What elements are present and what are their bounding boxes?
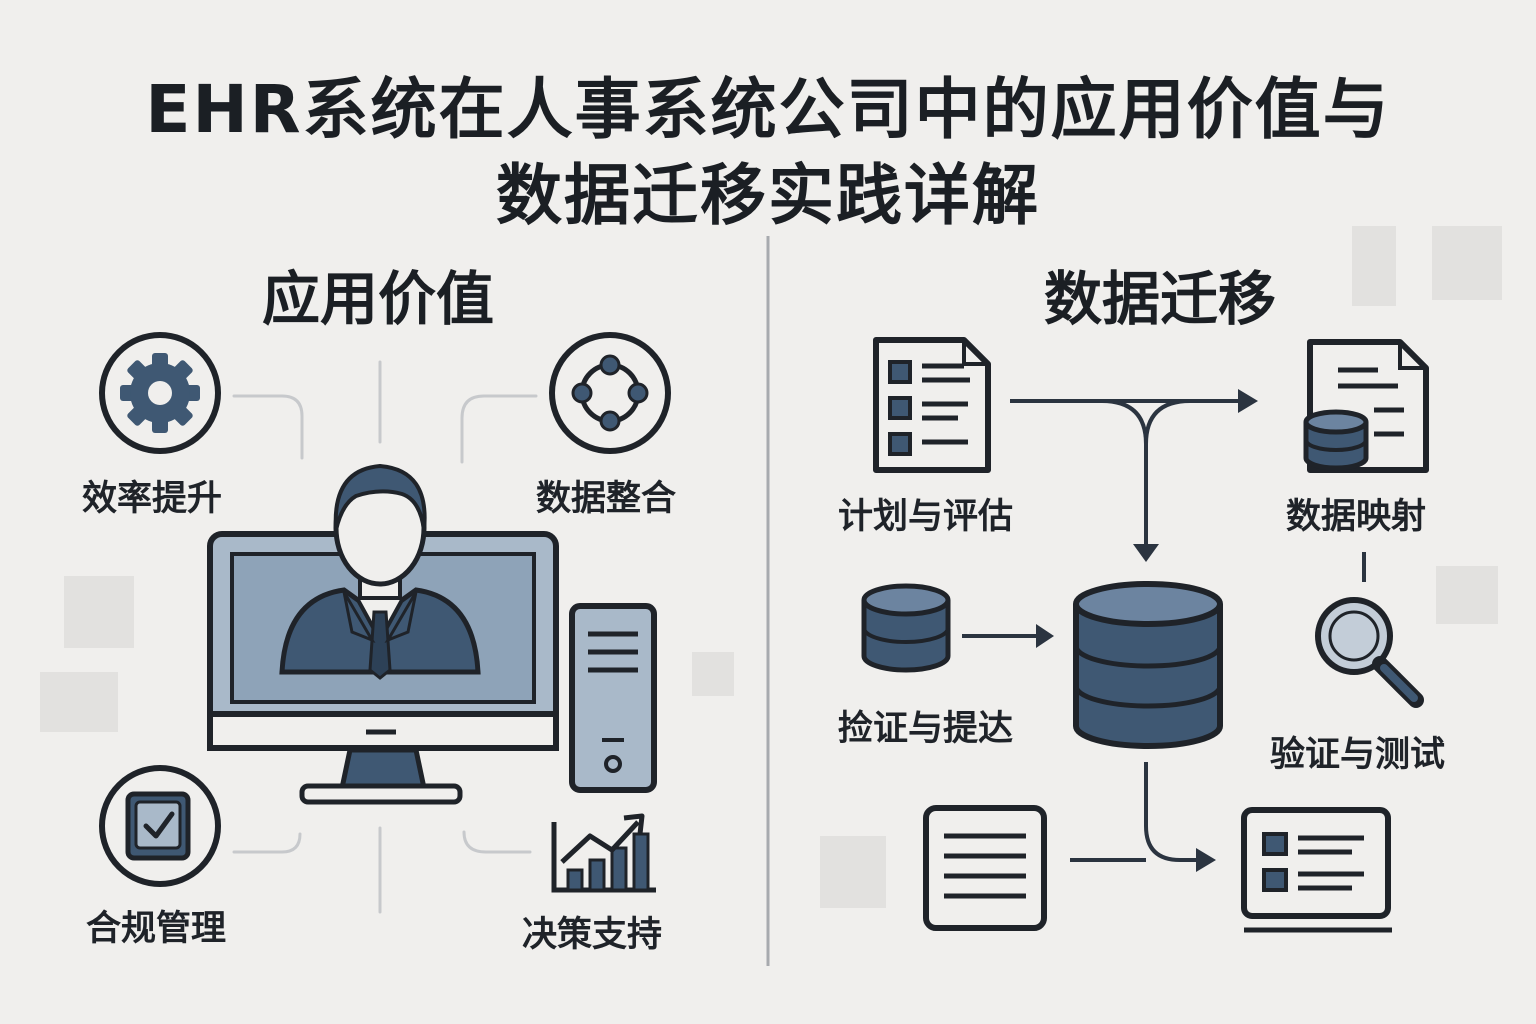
decor-block <box>1352 226 1396 306</box>
document-database-icon <box>1303 339 1429 473</box>
left-connectors <box>232 360 538 914</box>
label-plan-assess: 计划与评估 <box>838 497 1014 537</box>
page-title-line-1: EHR系统在人事系统公司中的应用价值与 <box>145 71 1391 148</box>
label-data-integration: 数据整合 <box>536 479 677 519</box>
list-window-icon <box>1241 807 1392 933</box>
text-document-icon <box>923 805 1047 931</box>
decor-block <box>40 672 118 732</box>
flow-arrows <box>962 399 1244 862</box>
checklist-document-icon <box>873 337 991 473</box>
pc-tower-icon <box>569 603 657 793</box>
decor-block <box>1436 566 1498 624</box>
computer-user-icon <box>207 463 559 805</box>
decor-block <box>692 652 734 696</box>
central-database-icon <box>1073 581 1223 749</box>
decor-block <box>64 576 134 648</box>
label-verify-submit: 捡证与提达 <box>838 709 1014 749</box>
label-compliance: 合规管理 <box>86 909 227 949</box>
checkbox-icon <box>99 765 221 887</box>
page-title-line-2: 数据迁移实践详解 <box>496 157 1040 234</box>
right-section-heading: 数据迁移 <box>1043 265 1276 333</box>
magnifier-icon <box>1315 597 1424 708</box>
decor-block <box>820 836 886 908</box>
network-icon <box>549 332 671 454</box>
database-small-icon <box>861 583 951 673</box>
label-decision-support: 决策支持 <box>522 915 663 955</box>
gear-icon <box>99 332 221 454</box>
decor-block <box>1432 226 1502 300</box>
chart-growth-icon <box>551 813 656 893</box>
arrow-heads <box>1036 389 1258 872</box>
label-validation-testing: 验证与测试 <box>1270 735 1446 775</box>
left-section-heading: 应用价值 <box>261 265 494 333</box>
label-efficiency: 效率提升 <box>82 479 223 519</box>
label-data-mapping: 数据映射 <box>1286 497 1427 537</box>
